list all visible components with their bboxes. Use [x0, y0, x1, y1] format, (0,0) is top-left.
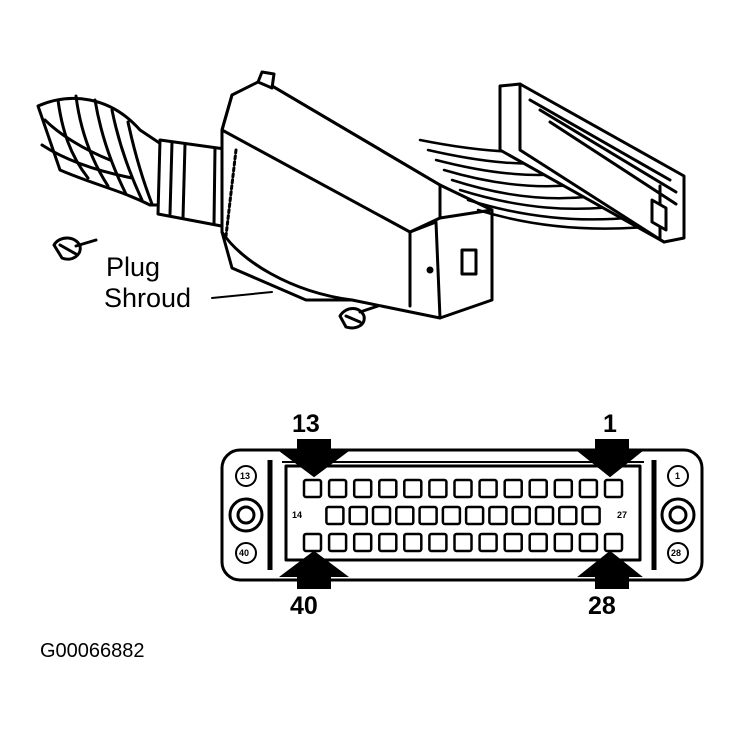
- pin-cavity-r2-c13: [581, 505, 601, 526]
- pin-cavity-r1-c12: [578, 478, 599, 499]
- pin-cavity-r1-c1: [302, 478, 323, 499]
- arrow-pin-28: [577, 550, 643, 589]
- pin-cavity-r3-c5: [403, 532, 423, 553]
- shroud-body: [220, 70, 494, 320]
- pin-cavity-r1-c7: [453, 478, 473, 499]
- pin-cavity-r2-c9: [488, 505, 508, 526]
- pin-cavity-r3-c11: [553, 532, 574, 553]
- pin-cavity-r2-c4: [371, 505, 392, 526]
- pin-number-40: 40: [290, 592, 318, 620]
- arrow-pin-40: [279, 550, 349, 589]
- pin-cavity-r2-c6: [418, 505, 438, 526]
- pin-cavity-r3-c9: [503, 532, 523, 553]
- tiny-label-40: 40: [239, 548, 249, 558]
- shroud-label: Shroud: [104, 283, 191, 313]
- shroud-leader-line: [211, 291, 273, 299]
- tiny-label-28: 28: [671, 548, 681, 558]
- pin-cavity-r1-c3: [352, 478, 373, 499]
- arrow-pin-13: [279, 439, 349, 478]
- pin-cavity-r1-c5: [403, 478, 423, 499]
- pin-cavity-r1-c2: [327, 478, 348, 499]
- pin-cavity-r3-c7: [453, 532, 473, 553]
- ecu-connector-header: [498, 82, 686, 244]
- arrow-pin-1: [577, 439, 643, 478]
- pin-cavity-r3-c1: [302, 532, 323, 553]
- pin-cavity-r3-c10: [528, 532, 548, 553]
- corner-marker-40: [235, 542, 257, 564]
- pin-cavity-r3-c2: [327, 532, 348, 553]
- plug-label: Plug: [106, 252, 160, 282]
- mount-hole-left: [228, 497, 264, 533]
- pin-cavity-r2-c11: [534, 505, 555, 526]
- pin-cavity-r1-c8: [478, 478, 498, 499]
- pin-number-28: 28: [588, 592, 616, 620]
- mount-hole-right: [660, 497, 696, 533]
- pin-cavity-r3-c8: [478, 532, 498, 553]
- plug-shroud-illustration: [36, 70, 686, 330]
- tiny-label-1: 1: [675, 471, 680, 481]
- pin-cavity-r3-c6: [428, 532, 448, 553]
- pin-cavity-r1-c11: [553, 478, 574, 499]
- pin-cavity-r2-c2: [325, 505, 345, 526]
- pin-cavity-r1-c6: [428, 478, 448, 499]
- corner-marker-28: [667, 542, 689, 564]
- pin-cavity-r1-c4: [378, 478, 398, 499]
- pin-number-13: 13: [292, 410, 320, 438]
- pin-cavity-r2-c12: [558, 505, 578, 526]
- pin-cavity-r2-c7: [441, 505, 462, 526]
- pin-cavity-r2-c8: [464, 505, 485, 526]
- figure-id: G00066882: [40, 640, 145, 662]
- pin-cavity-r1-c9: [503, 478, 523, 499]
- pin-cavity-r2-c5: [395, 505, 415, 526]
- connector-face-view: [220, 448, 704, 582]
- pin-cavity-r3-c13: [603, 532, 624, 553]
- tiny-label-14: 14: [292, 510, 302, 520]
- pin-arrows: [279, 439, 643, 589]
- pin-cavity-r3-c4: [378, 532, 398, 553]
- screw-left: [52, 236, 98, 261]
- tiny-label-27: 27: [617, 510, 627, 520]
- pin-cavity-r3-c3: [352, 532, 373, 553]
- pin-cavity-r3-c12: [578, 532, 599, 553]
- pin-number-1: 1: [603, 410, 617, 438]
- corner-marker-13: [235, 465, 257, 487]
- pin-cavity-r1-c13: [603, 478, 624, 499]
- corner-marker-1: [667, 465, 689, 487]
- pin-cavity-r2-c3: [348, 505, 368, 526]
- pin-cavity: [284, 464, 642, 562]
- pin-cavity-r2-c10: [511, 505, 531, 526]
- pin-cavity-r1-c10: [528, 478, 548, 499]
- pin-grid: [302, 478, 624, 553]
- wire-harness: [36, 94, 234, 230]
- screw-bottom: [338, 304, 380, 330]
- tiny-label-13: 13: [240, 471, 250, 481]
